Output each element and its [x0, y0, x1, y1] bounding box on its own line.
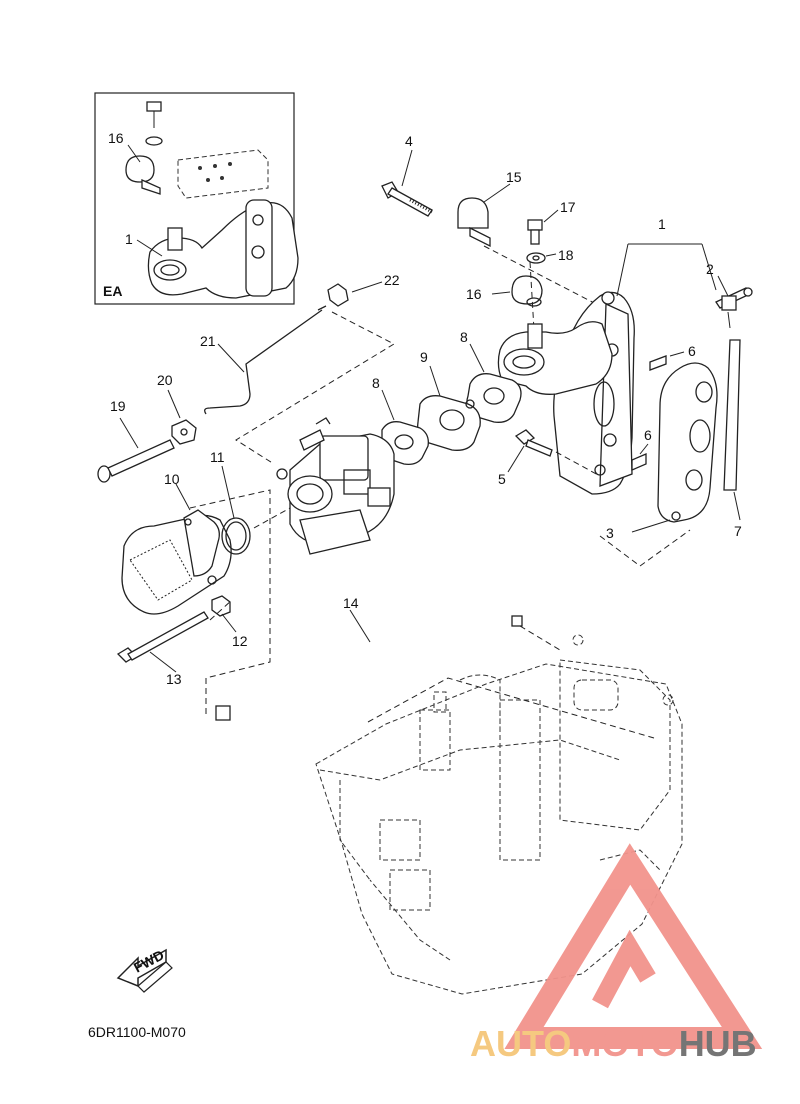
callout-15: 15 [506, 169, 522, 185]
callout-2: 2 [706, 261, 714, 277]
watermark-text: AUTOMOTOHUB [470, 1023, 757, 1064]
bolt-17: 17 [527, 199, 576, 245]
callout-6a: 6 [688, 343, 696, 359]
bolt-5: 5 [498, 429, 553, 487]
callout-13: 13 [166, 671, 182, 687]
hose-14: 14 [215, 595, 523, 721]
silencer-10: 10 [121, 471, 232, 615]
callout-16: 16 [466, 286, 482, 302]
inset-label: EA [103, 283, 122, 299]
callout-14: 14 [343, 595, 359, 611]
callout-20: 20 [157, 372, 173, 388]
inset-ea: EA 16 1 [94, 92, 299, 305]
washer-18: 18 [526, 247, 574, 264]
callout-9: 9 [420, 349, 428, 365]
callout-ea-1: 1 [125, 231, 133, 247]
callout-21: 21 [200, 333, 216, 349]
callout-4: 4 [405, 133, 413, 149]
callout-8a: 8 [460, 329, 468, 345]
callout-11: 11 [210, 449, 225, 465]
clamp-16: 16 [466, 275, 543, 307]
pin-6-lower: 6 [631, 427, 652, 471]
o-ring-11: 11 [210, 449, 251, 555]
watermark-logo: AUTOMOTOHUB [470, 843, 763, 1064]
callout-3: 3 [606, 525, 614, 541]
part-20: 20 [157, 372, 197, 445]
watermark-part-1: AUTO [470, 1023, 571, 1064]
gasket-3: 3 [606, 362, 718, 541]
callout-17: 17 [560, 199, 576, 215]
diagram-code: 6DR1100-M070 [88, 1024, 186, 1040]
callout-7: 7 [734, 523, 742, 539]
carburetor [276, 417, 395, 555]
callout-18: 18 [558, 247, 574, 263]
callout-22: 22 [384, 272, 400, 288]
clamp-15: 15 [457, 169, 522, 248]
pin-6-upper: 6 [649, 343, 696, 371]
watermark-part-2: MOTO [571, 1023, 678, 1064]
callout-12: 12 [232, 633, 248, 649]
engine-block [315, 634, 683, 995]
callout-10: 10 [164, 471, 180, 487]
bolt-13: 13 [116, 611, 209, 687]
fwd-arrow: FWD [116, 947, 173, 993]
callout-19: 19 [110, 398, 126, 414]
watermark-triangle-outer [504, 843, 763, 1049]
watermark-triangle-inner [592, 929, 656, 1009]
fitting-2: 2 [706, 261, 753, 329]
callout-6b: 6 [644, 427, 652, 443]
watermark-part-3: HUB [679, 1023, 757, 1064]
callout-8b: 8 [372, 375, 380, 391]
intake-manifold-1: 1 [497, 216, 717, 495]
callout-5: 5 [498, 471, 506, 487]
callout-ea-16: 16 [108, 130, 124, 146]
bolt-4: 4 [381, 133, 433, 217]
collar-12: 12 [211, 595, 248, 649]
gasket-8-upper: 8 [460, 329, 522, 423]
callout-1: 1 [658, 216, 666, 232]
bolt-19: 19 [97, 398, 175, 483]
hose-7: 7 [723, 339, 742, 539]
link-rod-21: 21 [200, 305, 327, 415]
clip-22: 22 [327, 272, 400, 307]
